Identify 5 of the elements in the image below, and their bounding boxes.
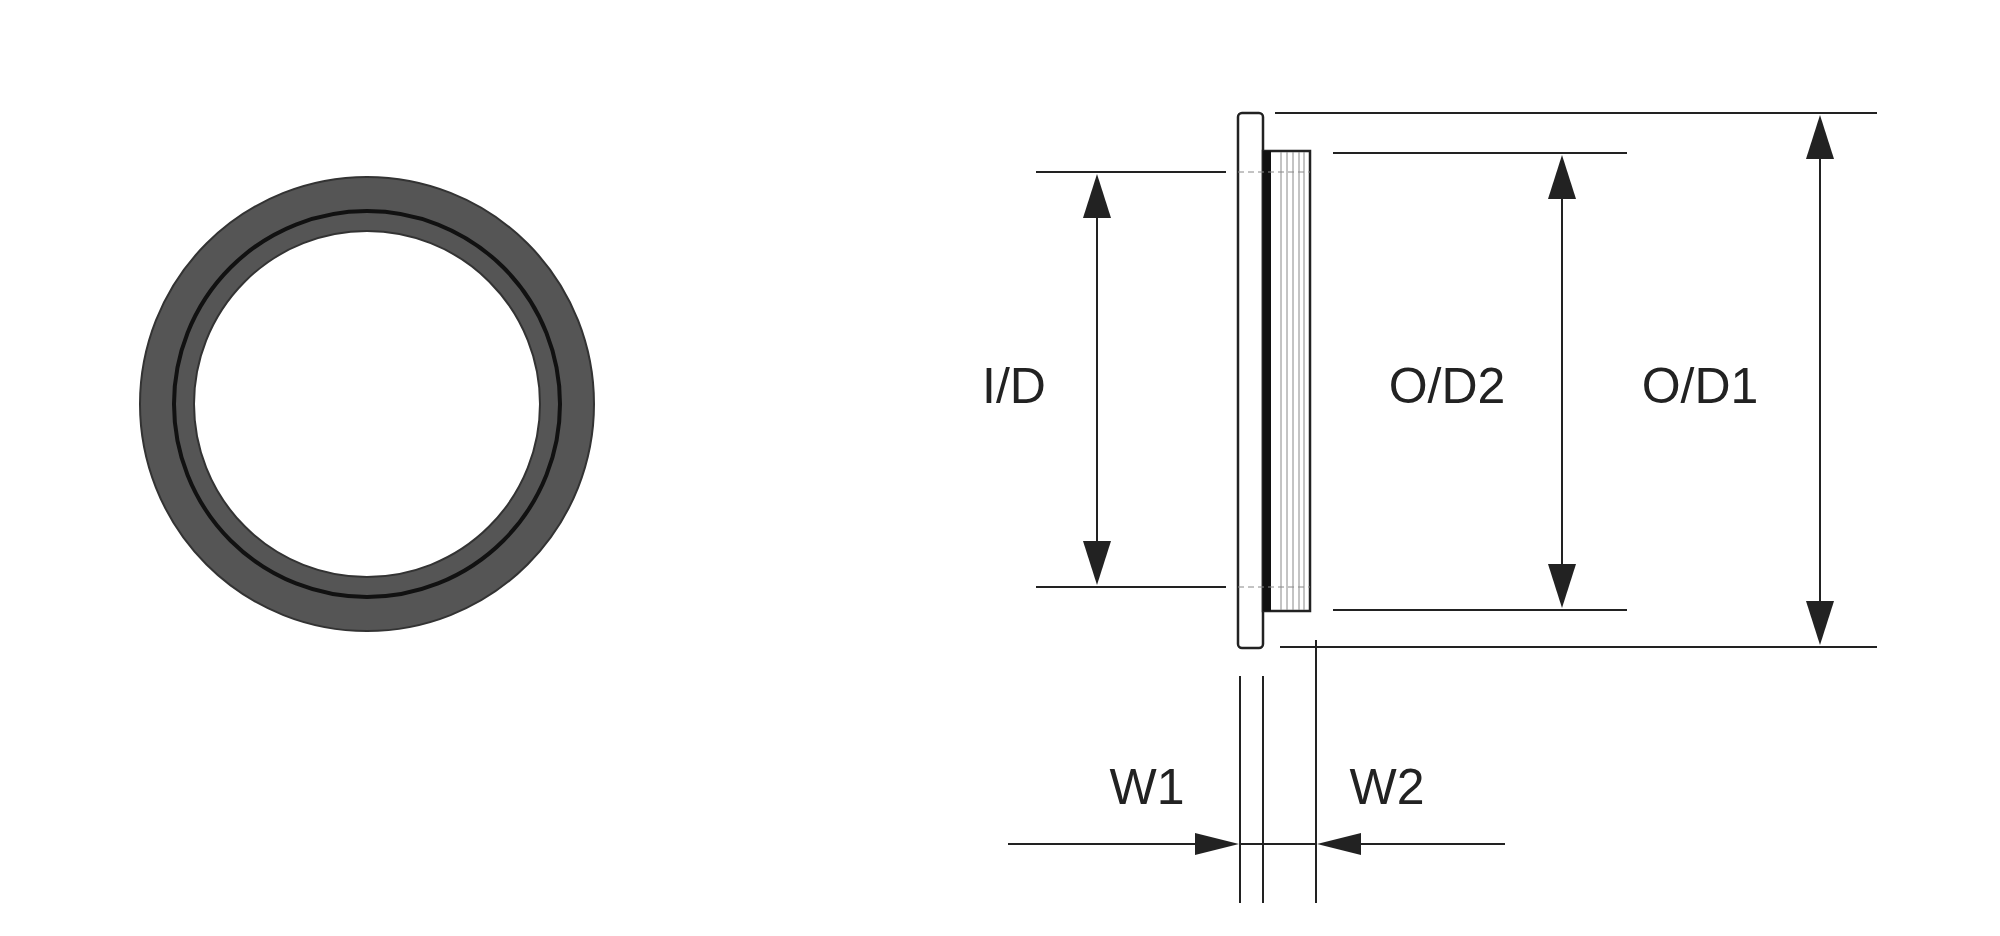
dimension-label: W1 [1109, 762, 1185, 812]
dimension-label: I/D [982, 361, 1046, 411]
dimension-label: O/D2 [1388, 361, 1506, 411]
dimension-label: W2 [1349, 762, 1425, 812]
dimension-label: O/D1 [1641, 361, 1759, 411]
